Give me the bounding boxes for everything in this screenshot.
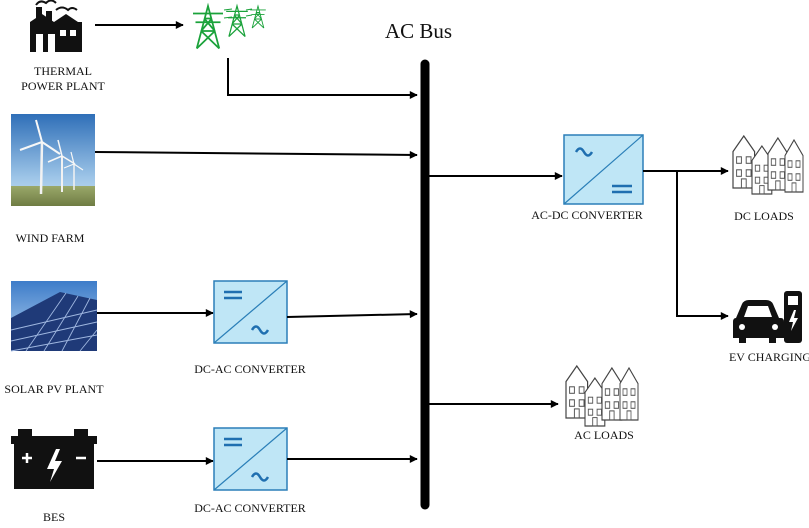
arrow-solar-converter-to-bus <box>286 310 418 319</box>
dc-loads-label: DC LOADS <box>734 209 794 223</box>
dc-ac-converter-bes-label: DC-AC CONVERTER <box>194 501 306 515</box>
bus-title: AC Bus <box>385 19 452 43</box>
ac-dc-converter-label: AC-DC CONVERTER <box>531 208 643 222</box>
battery-icon <box>11 429 97 489</box>
arrow-converter-to-ev-charging <box>676 171 729 320</box>
transmission-tower-icon <box>192 5 267 50</box>
ac-dc-converter-icon <box>563 134 644 205</box>
thermal-label-line1: THERMAL <box>34 64 92 78</box>
ev-charging-icon <box>733 291 802 343</box>
dc-ac-converter-solar-label: DC-AC CONVERTER <box>194 362 306 376</box>
wind-farm-label: WIND FARM <box>16 231 85 245</box>
dc-ac-converter-bes-icon <box>213 427 288 491</box>
ac-loads-label: AC LOADS <box>574 428 634 442</box>
ac-loads-houses-icon <box>565 365 639 427</box>
wind-farm-image <box>11 114 95 206</box>
arrow-tower-to-bus <box>227 58 418 99</box>
solar-pv-image <box>10 281 98 352</box>
dc-loads-houses-icon <box>732 135 804 195</box>
bes-label: BES <box>43 510 65 524</box>
solar-pv-label: SOLAR PV PLANT <box>4 382 104 396</box>
ev-charging-label: EV CHARGING <box>729 350 809 364</box>
thermal-label-line2: POWER PLANT <box>21 79 105 93</box>
arrow-wind-to-bus <box>94 150 418 159</box>
thermal-plant-icon <box>30 0 82 52</box>
dc-ac-converter-solar-icon <box>213 280 288 344</box>
